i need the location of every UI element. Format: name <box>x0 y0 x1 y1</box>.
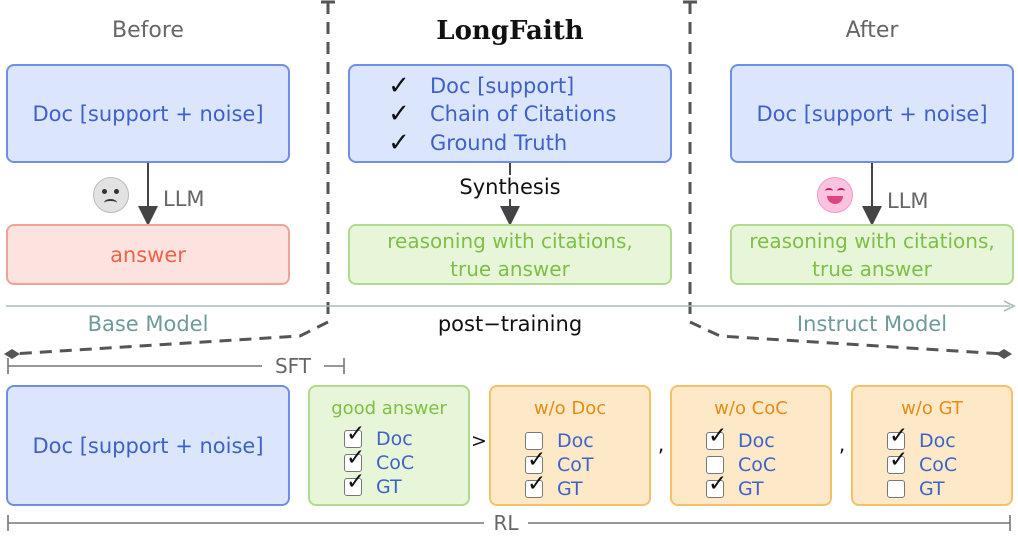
rl-label: RL <box>493 511 519 535</box>
longfaith-input-box: ✓Doc [support] ✓Chain of Citations ✓Grou… <box>348 64 672 163</box>
checklist-item: ✓GT <box>525 471 583 500</box>
checklist-item: ✓CoC <box>344 445 415 474</box>
right-dashed-boundary <box>688 2 1005 356</box>
card-title: w/o CoC <box>714 398 788 419</box>
checkbox-empty-icon <box>525 432 543 450</box>
after-output-box: reasoning with citations, true answer <box>730 224 1014 285</box>
check-icon: ✓ <box>388 71 410 101</box>
checkbox-checked-icon: ✓ <box>706 471 728 498</box>
sft-label: SFT <box>274 354 312 378</box>
checkbox-checked-icon: ✓ <box>887 423 909 450</box>
checklist-item: ✓Doc <box>706 423 775 452</box>
instruct-model-label: Instruct Model <box>796 312 948 336</box>
before-answer-box: answer <box>6 224 290 285</box>
checkbox-empty-icon <box>887 480 905 498</box>
checkbox-checked-icon: ✓ <box>344 469 366 496</box>
card-without-doc: w/o Doc Doc ✓CoT ✓GT <box>489 385 651 506</box>
after-llm-label: LLM <box>887 189 929 213</box>
header-title: LongFaith <box>436 16 584 46</box>
card-good-answer: good answer ✓Doc ✓CoC ✓GT <box>308 385 470 506</box>
left-dashed-boundary <box>11 2 330 356</box>
checklist-item: Doc <box>525 429 594 453</box>
header-before: Before <box>112 18 184 43</box>
checklist-item: ✓GT <box>344 469 402 498</box>
checkbox-checked-icon: ✓ <box>525 447 547 474</box>
comma-separator: , <box>657 432 665 456</box>
checklist-item: ✓CoC <box>887 447 958 476</box>
card-title: w/o Doc <box>533 398 607 419</box>
sad-face-icon <box>93 177 129 213</box>
greater-than-sign: > <box>471 430 487 452</box>
card-without-gt: w/o GT ✓Doc ✓CoC GT <box>851 385 1013 506</box>
card-title: good answer <box>331 398 447 419</box>
post-training-label: post−training <box>437 312 583 336</box>
check-icon: ✓ <box>388 99 410 129</box>
before-llm-label: LLM <box>163 187 205 211</box>
checkbox-checked-icon: ✓ <box>706 423 728 450</box>
comma-separator: , <box>838 432 846 456</box>
checklist-item: GT <box>887 477 945 501</box>
synthesis-label: Synthesis <box>448 175 572 199</box>
rl-doc-box: Doc [support + noise] <box>6 385 290 506</box>
checklist-item: CoC <box>706 453 776 477</box>
happy-face-icon <box>817 177 853 213</box>
before-doc-box: Doc [support + noise] <box>6 64 290 163</box>
base-model-label: Base Model <box>87 312 209 336</box>
checkbox-checked-icon: ✓ <box>887 447 909 474</box>
longfaith-output-box: reasoning with citations, true answer <box>348 224 672 285</box>
checklist-item: ✓Doc <box>887 423 956 452</box>
checkbox-checked-icon: ✓ <box>344 421 366 448</box>
card-without-coc: w/o CoC ✓Doc CoC ✓GT <box>670 385 832 506</box>
checklist-item: ✓Doc <box>344 421 413 450</box>
checkbox-empty-icon <box>706 456 724 474</box>
checklist-item: ✓CoT <box>525 447 594 476</box>
after-doc-box: Doc [support + noise] <box>730 64 1014 163</box>
longfaith-item-2: ✓Chain of Citations <box>386 99 616 129</box>
check-icon: ✓ <box>388 128 410 158</box>
checklist-item: ✓GT <box>706 471 764 500</box>
checkbox-checked-icon: ✓ <box>525 471 547 498</box>
header-after: After <box>845 18 899 43</box>
longfaith-item-1: ✓Doc [support] <box>386 71 574 101</box>
checkbox-checked-icon: ✓ <box>344 445 366 472</box>
longfaith-item-3: ✓Ground Truth <box>386 128 567 158</box>
card-title: w/o GT <box>901 398 963 419</box>
